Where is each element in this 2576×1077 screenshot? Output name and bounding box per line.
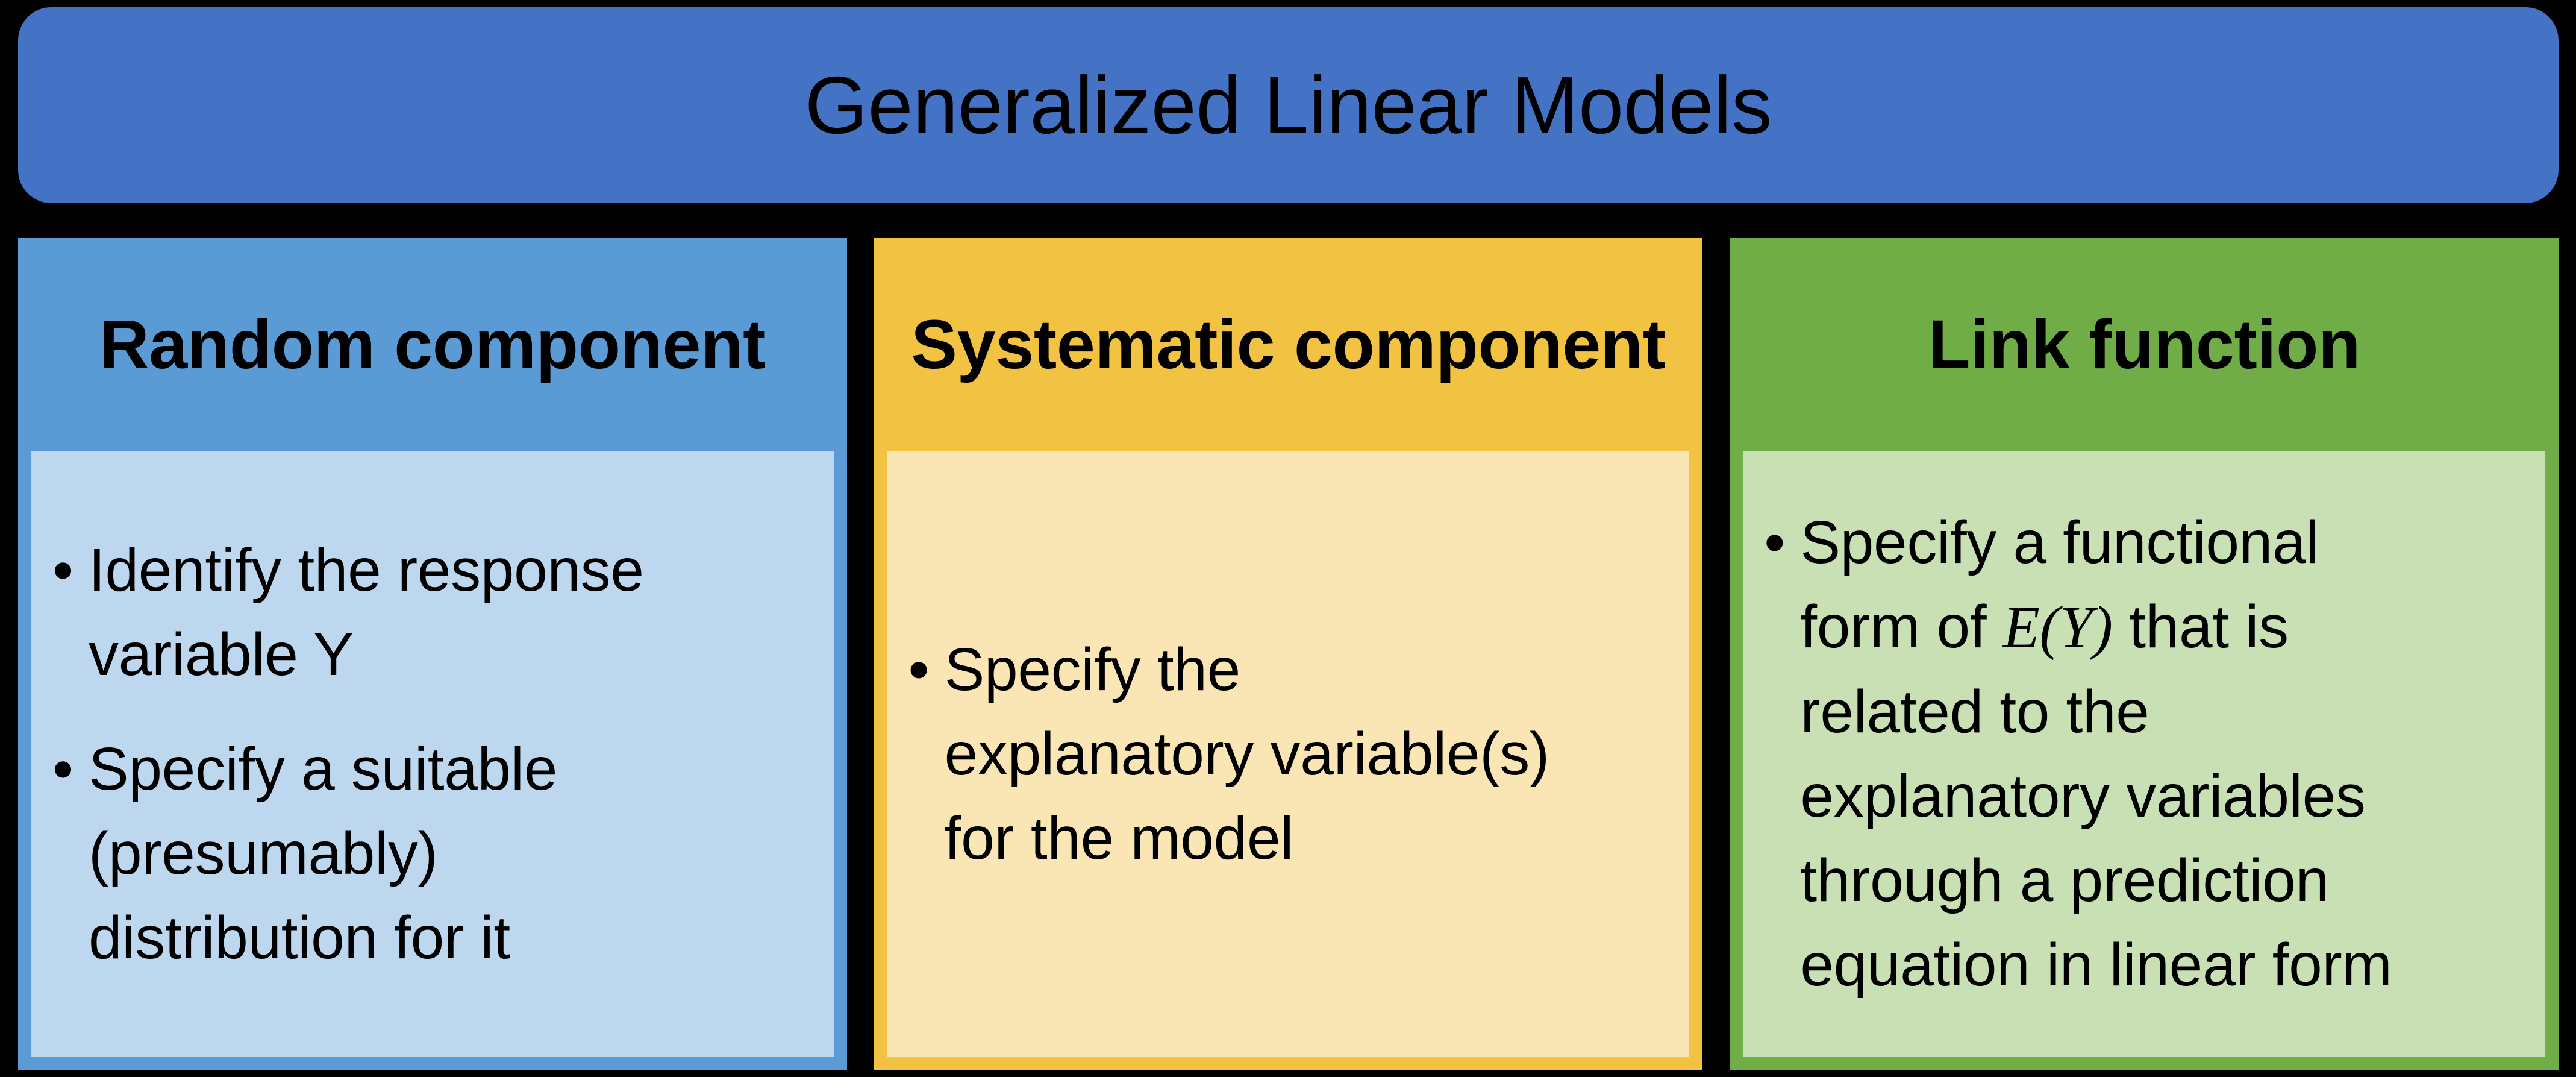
- bullet-item: • Specify a suitable (presumably) distri…: [52, 727, 822, 980]
- bullet-icon: •: [1764, 509, 1786, 576]
- column-title: Link function: [1928, 306, 2361, 383]
- bullet-line: explanatory variables: [1800, 762, 2366, 830]
- random-component-header: Random component: [18, 238, 847, 451]
- bullet-line: related to the: [1800, 678, 2149, 746]
- bullet-line: distribution for it: [89, 903, 510, 972]
- bullet-text: Specify the explanatory variable(s) for …: [945, 627, 1678, 881]
- random-component-column: Random component • Identify the response…: [18, 238, 847, 1070]
- bullet-line: for the model: [944, 804, 1294, 872]
- bullet-item: • Identify the response variable Y: [52, 528, 822, 697]
- bullet-icon: •: [52, 735, 73, 803]
- bullet-line: Specify a suitable: [89, 735, 558, 803]
- bullet-line: equation in linear form: [1800, 931, 2392, 999]
- bullet-item: • Specify the explanatory variable(s) fo…: [908, 627, 1678, 881]
- line-text: that is: [2112, 593, 2289, 661]
- link-function-header: Link function: [1730, 238, 2559, 451]
- column-title: Random component: [99, 306, 766, 383]
- systematic-component-header: Systematic component: [874, 238, 1703, 451]
- component-columns: Random component • Identify the response…: [18, 238, 2559, 1070]
- math-expression: E(Y): [2002, 594, 2113, 661]
- bullet-line: Specify the: [944, 635, 1241, 703]
- bullet-line: form of E(Y) that is: [1800, 585, 2533, 670]
- bullet-item: • Specify a functional form of E(Y) that…: [1764, 500, 2533, 1007]
- bullet-line: explanatory variable(s): [944, 720, 1550, 788]
- bullet-text: Specify a suitable (presumably) distribu…: [89, 727, 822, 980]
- bullet-text: Identify the response variable Y: [89, 528, 822, 697]
- bullet-line: (presumably): [89, 819, 438, 887]
- bullet-line: Specify a functional: [1800, 509, 2319, 576]
- glm-title-banner: Generalized Linear Models: [18, 7, 2559, 203]
- bullet-line: variable Y: [89, 620, 354, 688]
- bullet-icon: •: [908, 635, 930, 703]
- systematic-component-column: Systematic component • Specify the expla…: [874, 238, 1703, 1070]
- link-function-body: • Specify a functional form of E(Y) that…: [1743, 451, 2546, 1057]
- line-text: form of: [1800, 593, 2003, 661]
- random-component-body: • Identify the response variable Y • Spe…: [31, 451, 834, 1057]
- bullet-text: Specify a functional form of E(Y) that i…: [1800, 500, 2533, 1007]
- link-function-column: Link function • Specify a functional for…: [1730, 238, 2559, 1070]
- bullet-icon: •: [52, 536, 73, 604]
- bullet-line: through a prediction: [1800, 847, 2329, 914]
- diagram-title: Generalized Linear Models: [804, 60, 1772, 151]
- column-title: Systematic component: [911, 306, 1666, 383]
- systematic-component-body: • Specify the explanatory variable(s) fo…: [887, 451, 1690, 1057]
- bullet-line: Identify the response: [89, 536, 644, 604]
